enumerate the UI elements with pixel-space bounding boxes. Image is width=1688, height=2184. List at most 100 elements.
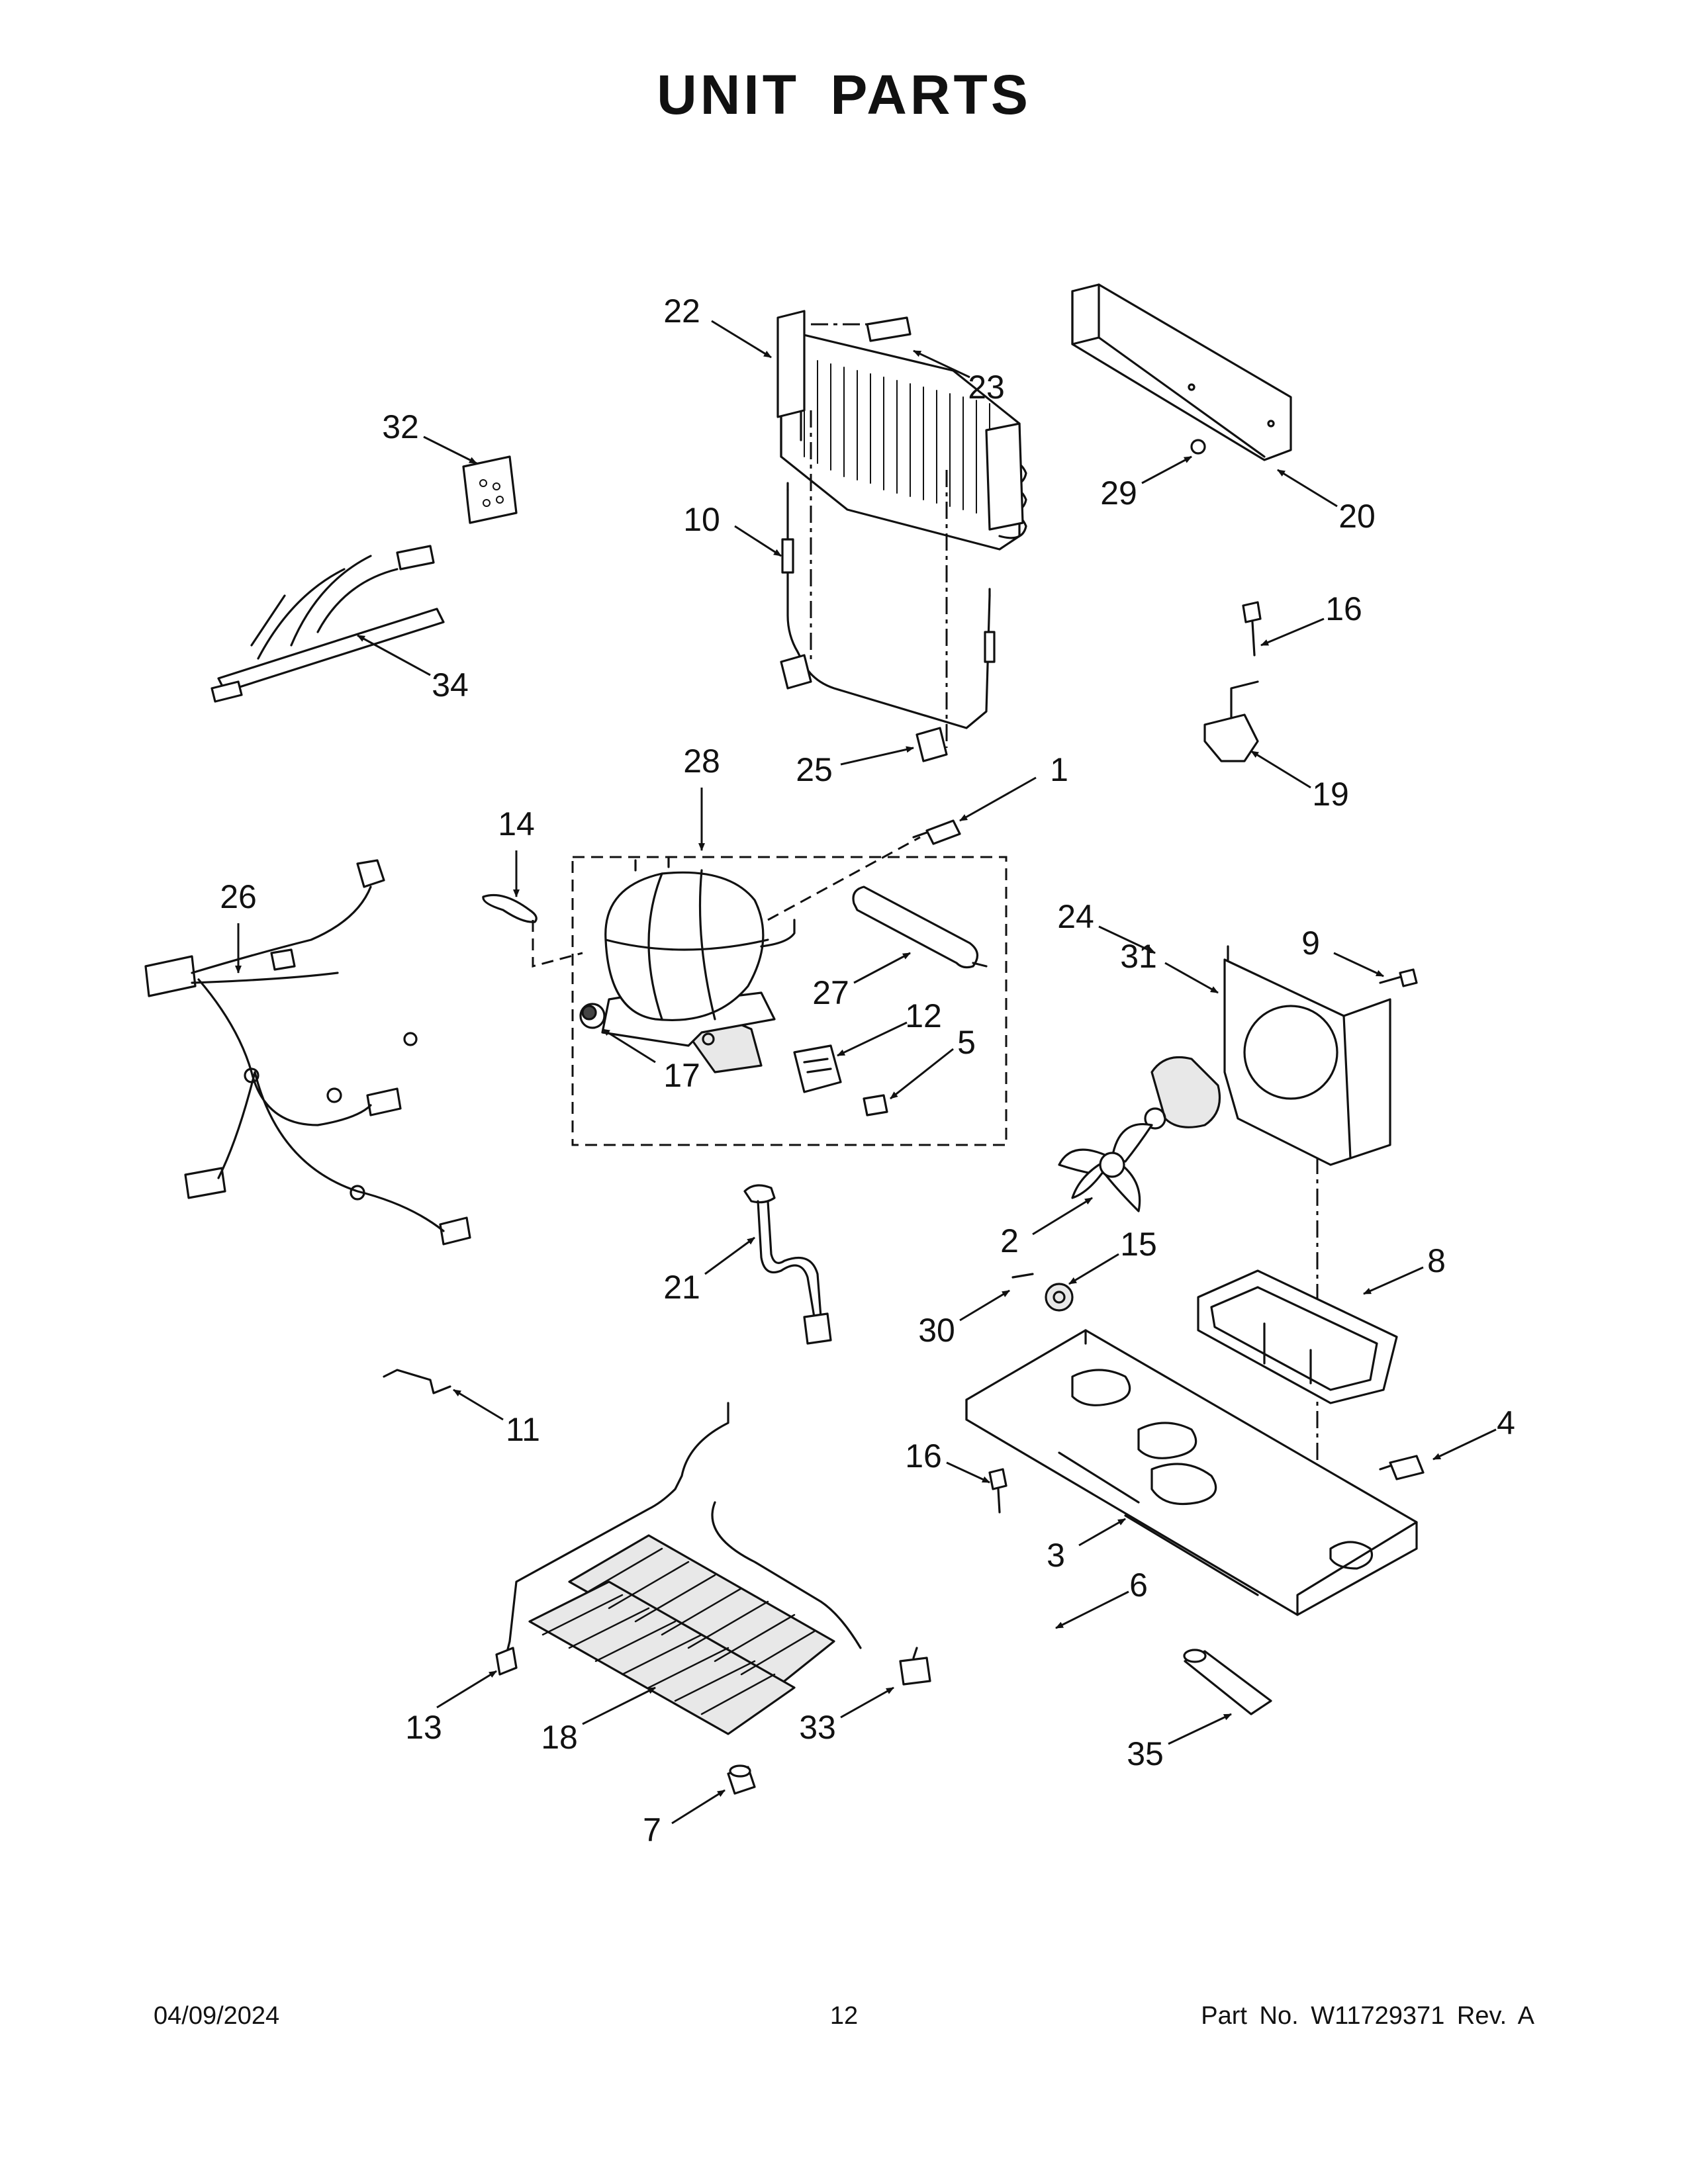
callout-number-p16a: 16 bbox=[1325, 590, 1362, 627]
callout-number-p8: 8 bbox=[1427, 1242, 1446, 1279]
leader-arrow-p33 bbox=[840, 1686, 894, 1719]
adhesive-pad bbox=[866, 316, 912, 342]
drier-27-drawing bbox=[852, 886, 988, 969]
leader-arrow-p3 bbox=[1078, 1518, 1126, 1547]
leader-arrow-p34 bbox=[357, 634, 431, 676]
callout-number-p19: 19 bbox=[1312, 776, 1349, 813]
screw-9-drawing bbox=[1379, 968, 1418, 987]
callout-number-p14: 14 bbox=[498, 805, 535, 842]
callout-number-p25: 25 bbox=[796, 751, 833, 788]
callout-number-p22: 22 bbox=[663, 293, 700, 330]
leader-arrow-p29 bbox=[1141, 455, 1192, 484]
callout-number-p10: 10 bbox=[683, 501, 720, 538]
leader-arrow-p13 bbox=[436, 1670, 497, 1709]
grommet-17-drawing bbox=[579, 1003, 606, 1029]
sleeve-7-drawing bbox=[727, 1764, 756, 1795]
footer-part-number: Part No. W11729371 Rev. A bbox=[1201, 2002, 1534, 2030]
clip-11-drawing bbox=[383, 1369, 451, 1394]
clip-33-drawing bbox=[899, 1647, 931, 1686]
leader-arrow-p22 bbox=[711, 320, 772, 359]
bracket-8-drawing bbox=[1197, 1269, 1398, 1404]
callout-number-p24: 24 bbox=[1057, 898, 1094, 935]
leader-arrow-p23 bbox=[913, 349, 970, 379]
overload-5-drawing bbox=[863, 1094, 888, 1116]
fan-shroud-31-drawing bbox=[1223, 945, 1391, 1166]
callout-number-p33: 33 bbox=[799, 1709, 836, 1746]
grommet-15-drawing bbox=[1045, 1283, 1074, 1312]
leader-arrow-p12 bbox=[837, 1021, 908, 1057]
leader-arrow-p32 bbox=[423, 435, 477, 465]
leader-arrow-p7 bbox=[671, 1789, 726, 1825]
callout-number-p12: 12 bbox=[905, 997, 942, 1034]
callout-number-p28: 28 bbox=[683, 743, 720, 780]
relay-12-drawing bbox=[793, 1044, 842, 1093]
leader-arrow-p18 bbox=[582, 1686, 656, 1725]
leader-arrow-p20 bbox=[1277, 469, 1338, 508]
wire-harness-34-drawing bbox=[211, 545, 445, 703]
leader-arrow-p1 bbox=[959, 776, 1037, 822]
callout-number-p18: 18 bbox=[541, 1719, 578, 1756]
callout-number-p16b: 16 bbox=[905, 1437, 942, 1475]
leader-arrow-p35 bbox=[1168, 1713, 1232, 1745]
bracket-19-drawing bbox=[1203, 680, 1259, 762]
callout-number-p30: 30 bbox=[918, 1312, 955, 1349]
leader-arrow-p10 bbox=[734, 525, 782, 557]
callout-number-p5: 5 bbox=[957, 1024, 976, 1061]
callout-number-p34: 34 bbox=[432, 666, 469, 704]
callout-number-p13: 13 bbox=[405, 1709, 442, 1746]
fan-blade-2-drawing bbox=[1058, 1123, 1153, 1212]
callout-number-p29: 29 bbox=[1100, 475, 1137, 512]
leader-arrow-p30 bbox=[959, 1289, 1010, 1322]
leader-arrow-p16a bbox=[1260, 617, 1325, 647]
leader-arrow-p31 bbox=[1164, 962, 1219, 994]
screw-16-upper-drawing bbox=[1242, 601, 1262, 657]
callout-number-p35: 35 bbox=[1127, 1735, 1164, 1772]
leader-arrow-p16b bbox=[946, 1461, 990, 1484]
wire-harness-26-drawing bbox=[144, 859, 471, 1246]
screw-16-lower-drawing bbox=[988, 1468, 1008, 1514]
callout-number-p1: 1 bbox=[1050, 751, 1068, 788]
leader-arrow-p5 bbox=[890, 1048, 954, 1100]
footer-date: 04/09/2024 bbox=[154, 2002, 280, 2030]
hose-6-inner bbox=[971, 1597, 1094, 1795]
callout-number-p32: 32 bbox=[382, 408, 419, 445]
footer-page-number: 12 bbox=[829, 2002, 859, 2030]
callout-number-p15: 15 bbox=[1120, 1226, 1157, 1263]
callout-layer: 1234567891011121314151616171819202122232… bbox=[220, 293, 1515, 1848]
evaporator-drawing bbox=[776, 310, 1027, 551]
tube-35-drawing bbox=[1183, 1649, 1272, 1715]
callout-number-p4: 4 bbox=[1497, 1404, 1515, 1441]
defrost-heater-drawing bbox=[780, 482, 996, 762]
callout-number-p7: 7 bbox=[643, 1811, 661, 1848]
condenser-18-drawing bbox=[495, 1402, 862, 1735]
callout-number-p9: 9 bbox=[1301, 925, 1320, 962]
leader-arrow-p24 bbox=[1098, 925, 1156, 954]
fitting-4-drawing bbox=[1379, 1455, 1425, 1480]
leader-arrow-p27 bbox=[853, 952, 911, 984]
compressor-drawing bbox=[581, 856, 796, 1073]
callout-number-p26: 26 bbox=[220, 878, 257, 915]
page-title: UNIT PARTS bbox=[657, 64, 1031, 126]
duct-cover-drawing bbox=[1071, 283, 1292, 461]
fan-motor-24-drawing bbox=[1144, 1056, 1221, 1130]
leader-arrow-p8 bbox=[1363, 1266, 1424, 1295]
fitting-1-drawing bbox=[912, 819, 961, 845]
callout-number-p17: 17 bbox=[663, 1057, 700, 1094]
leader-arrow-p19 bbox=[1250, 750, 1311, 789]
leader-arrow-p25 bbox=[840, 746, 914, 766]
leader-arrow-p11 bbox=[453, 1388, 504, 1421]
base-plate-3-drawing bbox=[965, 1329, 1418, 1616]
callout-number-p2: 2 bbox=[1000, 1222, 1019, 1259]
callout-number-p27: 27 bbox=[812, 974, 849, 1011]
leader-arrow-p2 bbox=[1032, 1197, 1093, 1236]
leader-arrow-p17 bbox=[602, 1028, 656, 1064]
leader-arrow-p9 bbox=[1333, 952, 1384, 978]
pin-30-drawing bbox=[1011, 1273, 1034, 1279]
callout-number-p20: 20 bbox=[1338, 498, 1376, 535]
control-board-drawing bbox=[462, 455, 518, 524]
leader-arrow-p21 bbox=[704, 1236, 755, 1275]
strap-14-drawing bbox=[482, 893, 538, 923]
callout-number-p21: 21 bbox=[663, 1269, 700, 1306]
callout-number-p3: 3 bbox=[1047, 1537, 1065, 1574]
